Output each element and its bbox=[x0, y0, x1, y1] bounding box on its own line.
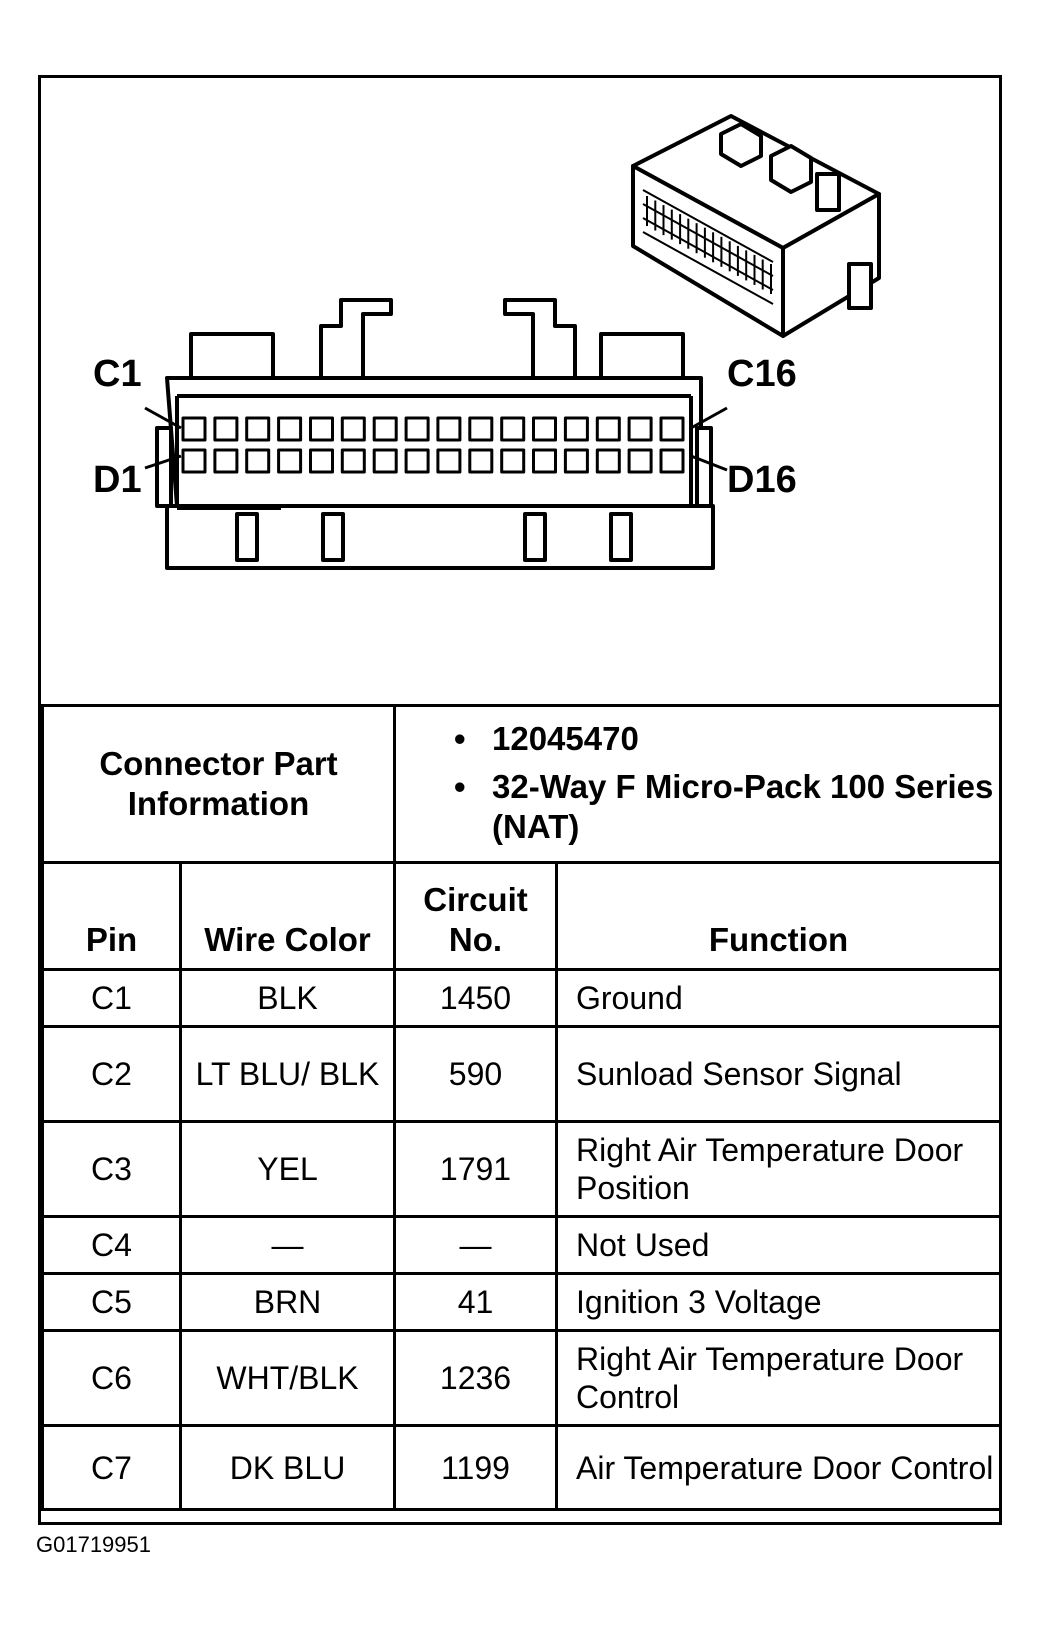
table-row: C2 LT BLU/ BLK 590 Sunload Sensor Signal bbox=[41, 1025, 1002, 1123]
pin-cavity-c12 bbox=[532, 416, 557, 442]
pin-cavity-c3 bbox=[245, 416, 271, 442]
cell-function: Air Temperature Door Control bbox=[555, 1424, 1002, 1511]
cell-circuit-no: — bbox=[393, 1215, 558, 1275]
header-function: Function bbox=[555, 861, 1002, 971]
pin-cavity-d5 bbox=[309, 448, 334, 474]
pin-cavity-c15 bbox=[627, 416, 653, 442]
pin-cavity-d2 bbox=[213, 448, 239, 474]
pin-cavity-d16 bbox=[659, 448, 685, 474]
pin-cavity-c7 bbox=[372, 416, 398, 442]
cell-wire-color: DK BLU bbox=[179, 1424, 396, 1511]
connector-pin-grid bbox=[181, 416, 685, 474]
cell-wire-color: BRN bbox=[179, 1272, 396, 1332]
header-wire-color: Wire Color bbox=[179, 861, 396, 971]
cell-pin: C5 bbox=[41, 1272, 182, 1332]
bullet-icon: • bbox=[454, 720, 466, 757]
cell-pin: C2 bbox=[41, 1025, 182, 1123]
pin-cavity-c2 bbox=[213, 416, 239, 442]
cell-circuit-no: 1236 bbox=[393, 1329, 558, 1427]
pin-cavity-d3 bbox=[245, 448, 271, 474]
cell-circuit-no: 41 bbox=[393, 1272, 558, 1332]
figure-reference-code: G01719951 bbox=[36, 1532, 151, 1557]
pin-cavity-d6 bbox=[340, 448, 366, 474]
cell-function: Not Used bbox=[555, 1215, 1002, 1275]
iso-pin-marks bbox=[646, 196, 772, 294]
part-info-label: Connector Part Information bbox=[41, 704, 396, 864]
connector-drawing: C1 D1 C16 D16 bbox=[93, 114, 881, 570]
pin-cavity-c9 bbox=[436, 416, 462, 442]
cell-circuit-no: 1791 bbox=[393, 1120, 558, 1218]
pin-cavity-d1 bbox=[181, 448, 207, 474]
connector-type: 32-Way F Micro-Pack 100 Series (NAT) bbox=[492, 768, 994, 845]
pin-label-c16: C16 bbox=[727, 353, 797, 395]
cell-pin: C3 bbox=[41, 1120, 182, 1218]
pin-cavity-c8 bbox=[404, 416, 430, 442]
pin-cavity-c4 bbox=[277, 416, 303, 442]
connector-3d-view bbox=[631, 114, 881, 338]
cell-wire-color: LT BLU/ BLK bbox=[179, 1025, 396, 1123]
pin-cavity-c6 bbox=[340, 416, 366, 442]
header-circuit-no: Circuit No. bbox=[393, 861, 558, 971]
cell-function: Right Air Temperature Door Position bbox=[555, 1120, 1002, 1218]
pin-cavity-d11 bbox=[500, 448, 526, 474]
pin-cavity-d13 bbox=[563, 448, 589, 474]
pin-cavity-c5 bbox=[309, 416, 334, 442]
pin-cavity-d4 bbox=[277, 448, 303, 474]
part-number-item: • 12045470 bbox=[454, 719, 999, 759]
table-row: C3 YEL 1791 Right Air Temperature Door P… bbox=[41, 1120, 1002, 1218]
pin-cavity-d10 bbox=[468, 448, 494, 474]
cell-function: Ignition 3 Voltage bbox=[555, 1272, 1002, 1332]
pin-label-d16: D16 bbox=[727, 459, 797, 501]
pin-cavity-d8 bbox=[404, 448, 430, 474]
cell-wire-color: BLK bbox=[179, 968, 396, 1028]
cell-pin: C6 bbox=[41, 1329, 182, 1427]
header-pin: Pin bbox=[41, 861, 182, 971]
part-number: 12045470 bbox=[492, 720, 639, 757]
table-row: C5 BRN 41 Ignition 3 Voltage bbox=[41, 1272, 1002, 1332]
pin-cavity-c10 bbox=[468, 416, 494, 442]
cell-function: Right Air Temperature Door Control bbox=[555, 1329, 1002, 1427]
connector-part-info: Connector Part Information • 12045470 • … bbox=[41, 704, 1002, 864]
cell-circuit-no: 1199 bbox=[393, 1424, 558, 1511]
part-info-values: • 12045470 • 32-Way F Micro-Pack 100 Ser… bbox=[393, 704, 1002, 864]
table-row: C1 BLK 1450 Ground bbox=[41, 968, 1002, 1028]
table-row: C6 WHT/BLK 1236 Right Air Temperature Do… bbox=[41, 1329, 1002, 1427]
bullet-icon: • bbox=[454, 768, 466, 805]
cell-function: Ground bbox=[555, 968, 1002, 1028]
pin-cavity-c16 bbox=[659, 416, 685, 442]
cell-pin: C7 bbox=[41, 1424, 182, 1511]
cell-function: Sunload Sensor Signal bbox=[555, 1025, 1002, 1123]
cell-circuit-no: 1450 bbox=[393, 968, 558, 1028]
diagram-frame: C1 D1 C16 D16 Connector Part Information… bbox=[38, 75, 1002, 1525]
pin-cavity-d14 bbox=[595, 448, 621, 474]
cell-circuit-no: 590 bbox=[393, 1025, 558, 1123]
pin-table: Pin Wire Color Circuit No. Function C1 B… bbox=[41, 861, 1002, 1511]
pin-cavity-d15 bbox=[627, 448, 653, 474]
connector-front-view bbox=[144, 298, 728, 570]
pin-label-c1: C1 bbox=[93, 353, 142, 395]
connector-type-item: • 32-Way F Micro-Pack 100 Series (NAT) bbox=[454, 767, 999, 847]
pin-cavity-c13 bbox=[563, 416, 589, 442]
pin-table-header: Pin Wire Color Circuit No. Function bbox=[41, 861, 1002, 971]
cell-wire-color: — bbox=[179, 1215, 396, 1275]
pin-cavity-c11 bbox=[500, 416, 526, 442]
pin-cavity-c14 bbox=[595, 416, 621, 442]
table-row: C4 — — Not Used bbox=[41, 1215, 1002, 1275]
cell-wire-color: YEL bbox=[179, 1120, 396, 1218]
pin-cavity-d9 bbox=[436, 448, 462, 474]
pin-cavity-d12 bbox=[532, 448, 557, 474]
pin-cavity-d7 bbox=[372, 448, 398, 474]
cell-wire-color: WHT/BLK bbox=[179, 1329, 396, 1427]
connector-figure: C1 D1 C16 D16 bbox=[41, 78, 999, 708]
table-row: C7 DK BLU 1199 Air Temperature Door Cont… bbox=[41, 1424, 1002, 1511]
cell-pin: C4 bbox=[41, 1215, 182, 1275]
pin-cavity-c1 bbox=[181, 416, 207, 442]
pin-label-d1: D1 bbox=[93, 459, 142, 501]
cell-pin: C1 bbox=[41, 968, 182, 1028]
